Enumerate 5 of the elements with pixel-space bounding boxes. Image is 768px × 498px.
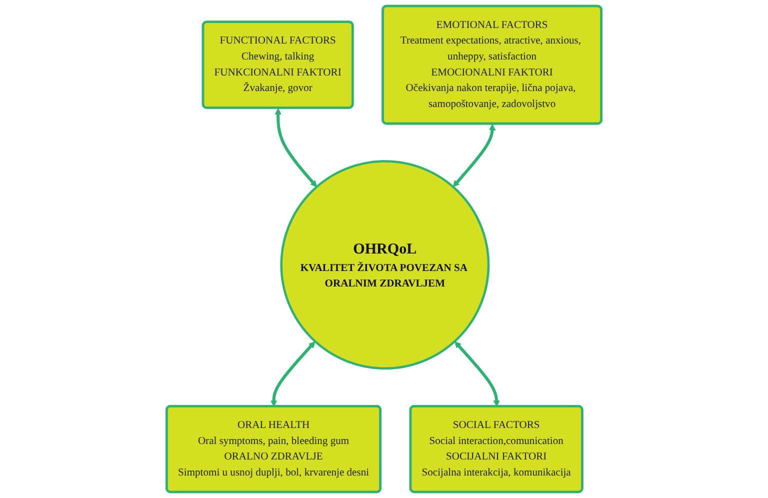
node-circle: OHRQoL KVALITET ŽIVOTA POVEZAN SA ORALNIM ZDRAVLJEM	[280, 160, 490, 370]
arrow	[454, 341, 500, 407]
arrow	[452, 124, 496, 188]
arrow	[274, 108, 318, 188]
arrow	[270, 341, 316, 407]
